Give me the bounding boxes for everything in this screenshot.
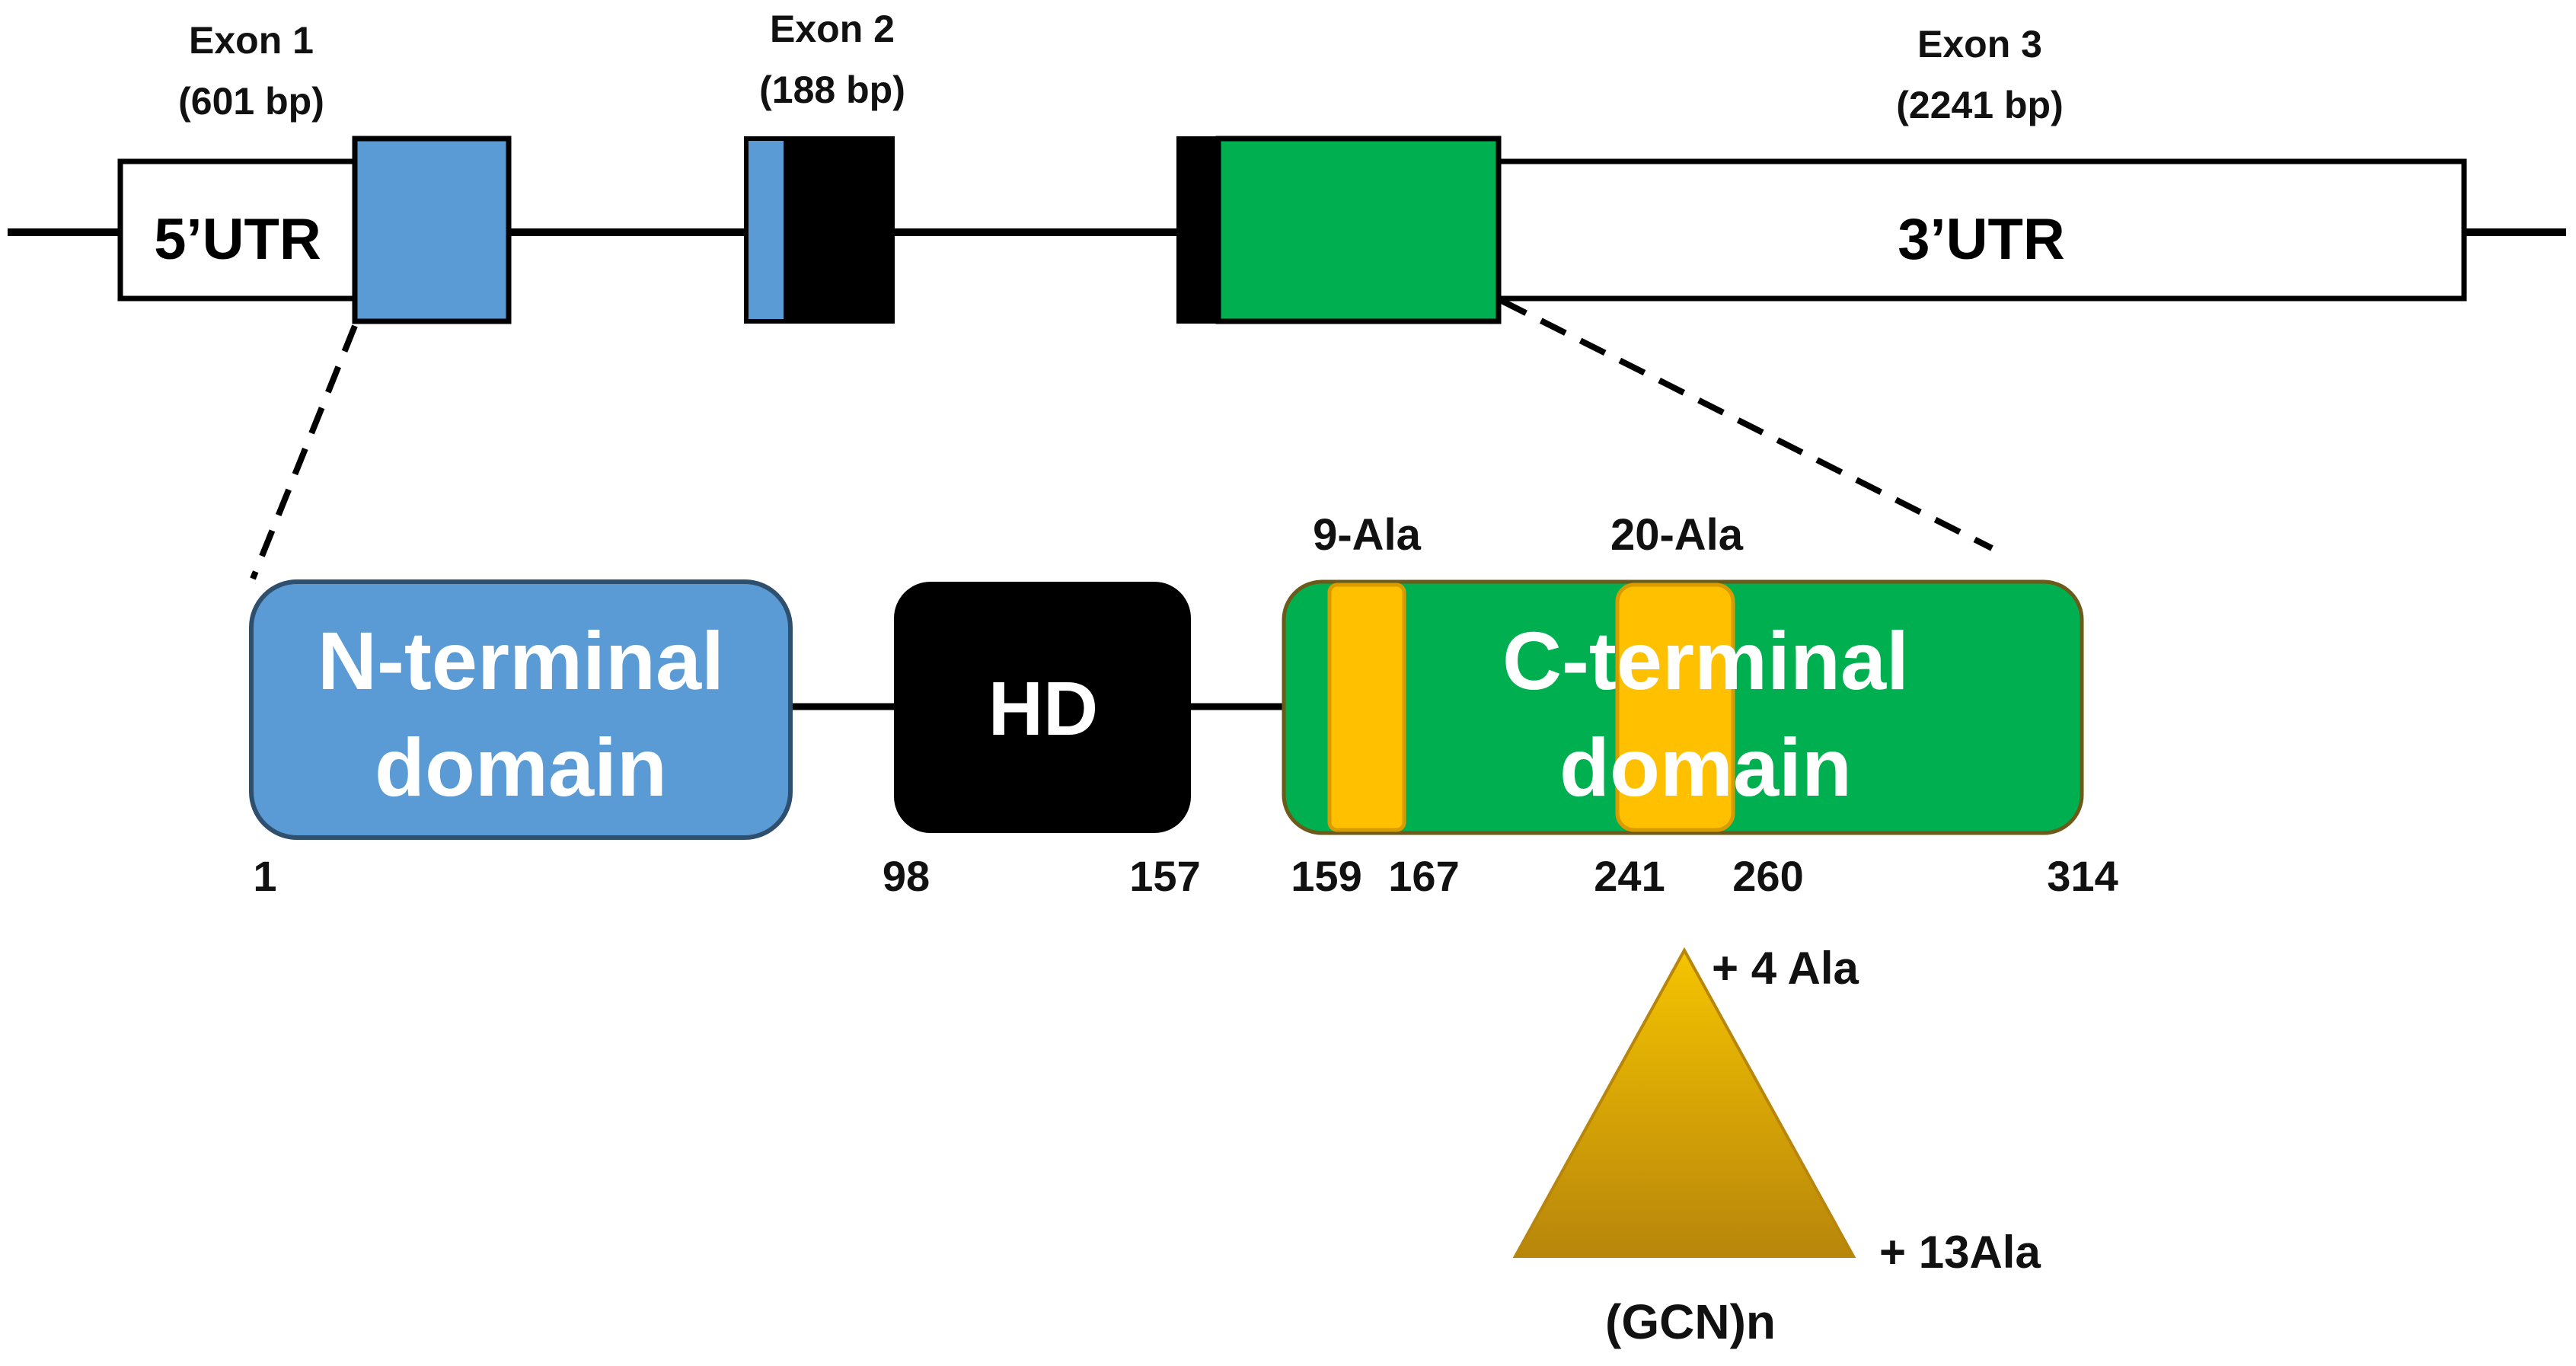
- zoom-line-left: [250, 324, 358, 580]
- position-260: 260: [1732, 852, 1803, 900]
- utr5-label: 5’UTR: [154, 207, 321, 272]
- c-terminal-label-line2: domain: [1559, 721, 1852, 813]
- position-159: 159: [1291, 852, 1361, 900]
- utr3-label: 3’UTR: [1898, 207, 2065, 272]
- exon2-label: Exon 2: [770, 8, 895, 50]
- plus-13-ala-label: + 13Ala: [1879, 1227, 2041, 1278]
- exon1-length: (601 bp): [178, 80, 324, 123]
- position-157: 157: [1129, 852, 1200, 900]
- exon3-length: (2241 bp): [1896, 84, 2064, 126]
- exon3-label: Exon 3: [1917, 23, 2042, 65]
- exon3-homeobox-part: [1176, 136, 1221, 324]
- position-1: 1: [253, 852, 276, 900]
- position-241: 241: [1594, 852, 1665, 900]
- homeodomain-box: [894, 582, 1191, 833]
- expansion-triangle: [1512, 946, 1856, 1258]
- position-98: 98: [883, 852, 930, 900]
- ala-repeat-9: [1327, 582, 1406, 832]
- plus-4-ala-label: + 4 Ala: [1712, 943, 1859, 994]
- c-terminal-label-line1: C-terminal: [1502, 614, 1909, 707]
- n-terminal-domain-box: [249, 579, 793, 840]
- ala-repeat-20: [1615, 582, 1735, 832]
- repeat-9-ala-label: 9-Ala: [1313, 510, 1422, 560]
- n-terminal-label-line1: N-terminal: [318, 614, 724, 707]
- exon1-coding-box: [352, 136, 512, 324]
- exon3-3utr-box: [1495, 158, 2467, 302]
- exon2-homeobox-part: [784, 136, 895, 324]
- n-terminal-label-line2: domain: [375, 721, 667, 813]
- exon1-label: Exon 1: [189, 19, 314, 62]
- zoom-line-right: [1500, 298, 1993, 551]
- repeat-20-ala-label: 20-Ala: [1610, 510, 1744, 560]
- exon2-blue-part: [744, 136, 790, 324]
- gcn-repeat-label: (GCN)n: [1605, 1294, 1776, 1349]
- exon3-coding-box: [1215, 136, 1502, 324]
- position-167: 167: [1388, 852, 1459, 900]
- homeodomain-label: HD: [988, 666, 1098, 752]
- exon2-length: (188 bp): [759, 69, 905, 111]
- position-314: 314: [2047, 852, 2118, 900]
